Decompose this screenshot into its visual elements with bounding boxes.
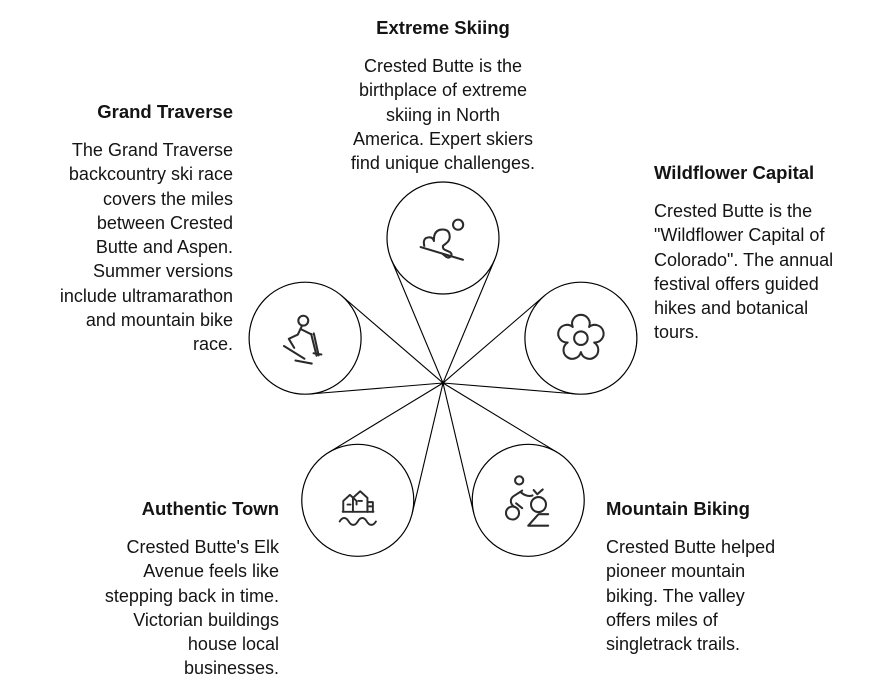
tangent-line-grand-traverse-a xyxy=(309,382,444,395)
node-circle-extreme-skiing xyxy=(386,181,500,295)
tangent-line-authentic-town-b xyxy=(328,382,444,453)
tangent-line-authentic-town-a xyxy=(411,382,444,514)
card-grand-traverse: Grand Traverse The Grand Traverse backco… xyxy=(23,100,233,357)
center-point xyxy=(441,381,445,385)
node-circle-grand-traverse xyxy=(248,281,362,395)
tangent-line-wildflower-capital-a xyxy=(442,295,545,384)
card-authentic-town: Authentic Town Crested Butte's Elk Avenu… xyxy=(69,497,279,681)
card-description: Crested Butte is the "Wildflower Capital… xyxy=(654,201,834,343)
tangent-line-wildflower-capital-b xyxy=(442,382,577,395)
card-extreme-skiing: Extreme Skiing Crested Butte is the birt… xyxy=(338,16,548,175)
card-title: Wildflower Capital xyxy=(654,162,815,183)
card-title: Authentic Town xyxy=(141,498,279,519)
node-circle-wildflower-capital xyxy=(524,281,638,395)
tangent-line-extreme-skiing-a xyxy=(390,259,444,384)
tangent-line-extreme-skiing-b xyxy=(442,259,496,384)
card-title: Mountain Biking xyxy=(606,498,750,519)
card-wildflower-capital: Wildflower Capital Crested Butte is the … xyxy=(654,161,866,345)
card-mountain-biking: Mountain Biking Crested Butte helped pio… xyxy=(606,497,816,656)
card-description: The Grand Traverse backcountry ski race … xyxy=(59,140,233,355)
tangent-line-grand-traverse-b xyxy=(341,295,444,384)
card-title: Extreme Skiing xyxy=(376,17,510,38)
card-title: Grand Traverse xyxy=(97,101,233,122)
card-description: Crested Butte is the birthplace of extre… xyxy=(350,56,536,174)
node-circle-mountain-biking xyxy=(471,443,585,557)
card-description: Crested Butte helped pioneer mountain bi… xyxy=(606,537,776,655)
tangent-line-mountain-biking-a xyxy=(442,382,558,453)
card-description: Crested Butte's Elk Avenue feels like st… xyxy=(104,537,279,679)
tangent-line-mountain-biking-b xyxy=(442,382,475,514)
